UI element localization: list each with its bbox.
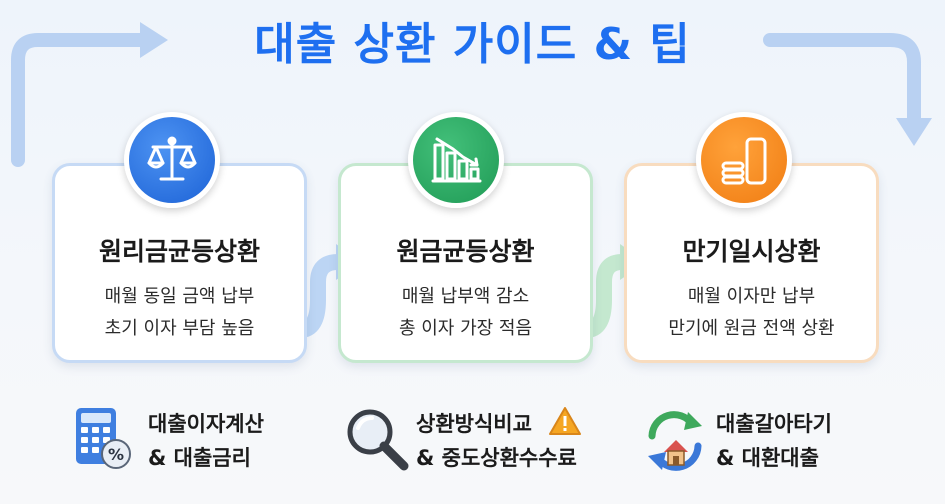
card-line: 매월 이자만 납부 (687, 286, 816, 307)
badge-bullet-repayment (696, 112, 792, 208)
loop-arrow-left-head (140, 22, 168, 58)
page-title: 대출 상환 가이드 & 팁 (254, 19, 691, 70)
loop-arrow-right-head (896, 118, 932, 146)
link-line: & 대출금리 (148, 446, 251, 470)
card-line: 초기 이자 부담 높음 (104, 318, 255, 339)
warning-icon (549, 407, 581, 435)
card-title: 원금균등상환 (396, 237, 535, 266)
refresh-home-icon (648, 411, 702, 471)
link-loan-refinance[interactable]: 대출갈아타기 & 대환대출 (640, 402, 900, 482)
loop-arrow-left (11, 33, 147, 167)
card-title: 만기일시상환 (682, 237, 821, 266)
calculator-percent-icon: % (76, 408, 131, 469)
card-line: 총 이자 가장 적음 (398, 318, 533, 339)
svg-text:%: % (108, 445, 124, 464)
magnifier-icon (347, 409, 409, 471)
loop-arrow-right (763, 33, 921, 125)
scale-icon (147, 136, 197, 181)
coin-stack-icon (721, 137, 767, 185)
bar-chart-down-icon (431, 137, 482, 183)
link-line: 대출갈아타기 (716, 412, 832, 436)
badge-equal-principal (408, 112, 504, 208)
card-line: 만기에 원금 전액 상환 (668, 318, 835, 339)
card-line: 매월 동일 금액 납부 (104, 286, 255, 307)
card-title: 원리금균등상환 (98, 237, 260, 266)
badge-equal-payment (124, 112, 220, 208)
link-line: & 대환대출 (716, 446, 819, 470)
link-repayment-compare[interactable]: 상환방식비교 & 중도상환수수료 (344, 402, 604, 482)
connector-arrow-2 (578, 254, 630, 338)
connector-arrow-1 (292, 254, 346, 338)
link-line: 상환방식비교 (416, 412, 532, 436)
card-line: 매월 납부액 감소 (401, 286, 530, 307)
link-line: & 중도상환수수료 (416, 446, 577, 470)
link-loan-interest[interactable]: % 대출이자계산 & 대출금리 (72, 402, 312, 482)
link-line: 대출이자계산 (148, 412, 264, 436)
